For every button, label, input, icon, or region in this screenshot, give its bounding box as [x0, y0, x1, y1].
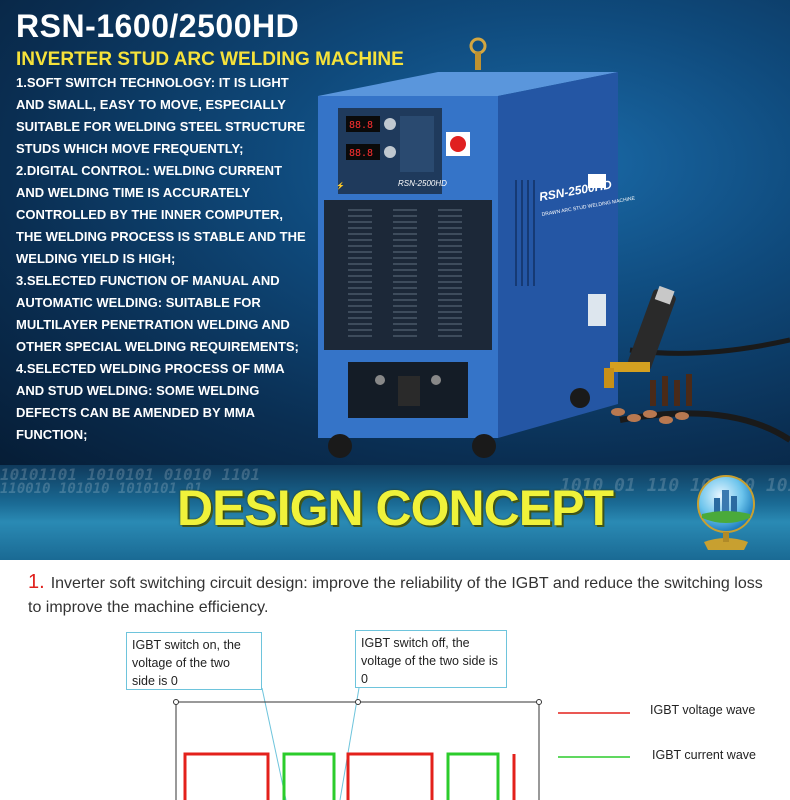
igbt-voltage-wave	[183, 752, 516, 800]
callout-switch-on: IGBT switch on, the voltage of the two s…	[126, 632, 262, 690]
feature-line: AND STUD WELDING: SOME WELDING	[16, 383, 260, 398]
globe-icon	[697, 475, 755, 550]
binary-decoration: 110010 101010 1010101 01	[0, 481, 203, 497]
feature-line: 4.SELECTED WELDING PROCESS OF MMA	[16, 361, 285, 376]
feature-line: DEFECTS CAN BE AMENDED BY MMA	[16, 405, 256, 420]
binary-decoration: 10101101 1010101 01010 1101	[0, 465, 261, 484]
feature-line: SUITABLE FOR WELDING STEEL STRUCTURE	[16, 119, 306, 134]
svg-text:⚡: ⚡	[336, 181, 345, 190]
feature-line: THE WELDING PROCESS IS STABLE AND THE	[16, 229, 306, 244]
feature-list: 1.SOFT SWITCH TECHNOLOGY: IT IS LIGHT AN…	[16, 72, 316, 446]
callout-pointer	[261, 687, 287, 800]
welding-machine-image: 88.8 88.8 ⚡ RSN-2500HD RSN-2500HD DRAWN …	[318, 37, 636, 458]
feature-line: MULTILAYER PENETRATION WELDING AND	[16, 317, 290, 332]
feature-line: AND WELDING TIME IS ACCURATELY	[16, 185, 251, 200]
product-subtitle: INVERTER STUD ARC WELDING MACHINE	[16, 49, 404, 70]
legend-current-label: IGBT current wave	[652, 748, 756, 762]
concept-text: Inverter soft switching circuit design: …	[28, 575, 763, 616]
feature-line: AND SMALL, EASY TO MOVE, ESPECIALLY	[16, 97, 286, 112]
feature-line: WELDING YIELD IS HIGH;	[16, 251, 176, 266]
callout-switch-off: IGBT switch off, the voltage of the two …	[355, 630, 507, 688]
feature-line: 1.SOFT SWITCH TECHNOLOGY: IT IS LIGHT	[16, 75, 289, 90]
product-title: RSN-1600/2500HD	[16, 8, 300, 44]
feature-line: 2.DIGITAL CONTROL: WELDING CURRENT	[16, 163, 283, 178]
legend-voltage-label: IGBT voltage wave	[650, 703, 756, 717]
front-model-label: RSN-2500HD	[398, 179, 447, 188]
svg-text:88.8: 88.8	[349, 148, 373, 159]
welding-gun-image	[604, 285, 790, 443]
banner-title: DESIGN CONCEPT	[176, 480, 614, 536]
hero-section: RSN-1600/2500HD INVERTER STUD ARC WELDIN…	[0, 0, 790, 465]
feature-line: FUNCTION;	[16, 427, 88, 442]
igbt-current-wave	[282, 752, 500, 800]
feature-line: AUTOMATIC WELDING: SUITABLE FOR	[16, 295, 261, 310]
design-concept-banner: 10101101 1010101 01010 1101 110010 10101…	[0, 465, 790, 560]
feature-line: OTHER SPECIAL WELDING REQUIREMENTS;	[16, 339, 299, 354]
concept-number: 1.	[28, 571, 45, 593]
feature-line: CONTROLLED BY THE INNER COMPUTER,	[16, 207, 283, 222]
svg-text:88.8: 88.8	[349, 120, 373, 131]
waveform-diagram	[173, 687, 630, 800]
feature-line: 3.SELECTED FUNCTION OF MANUAL AND	[16, 273, 280, 288]
concept-paragraph: 1.Inverter soft switching circuit design…	[28, 570, 768, 620]
diagram-frame	[175, 701, 540, 800]
callout-pointer	[339, 687, 360, 800]
feature-line: STUDS WHICH MOVE FREQUENTLY;	[16, 141, 244, 156]
